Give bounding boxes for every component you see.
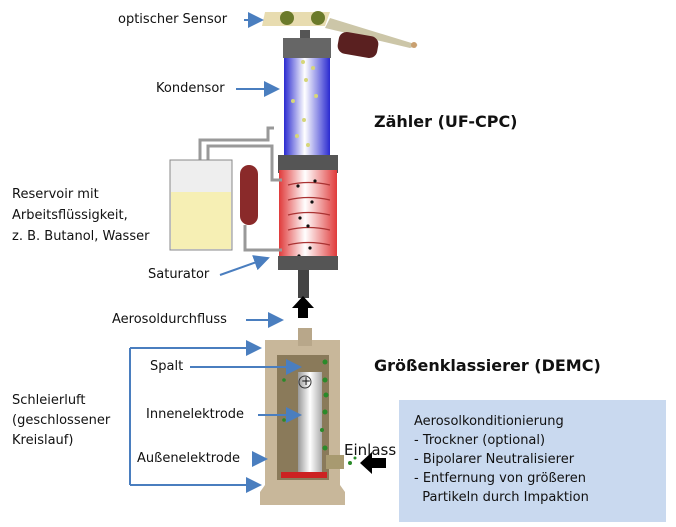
aerosol-conditioning-box: Aerosolkonditionierung - Trockner (optio… [399,400,666,522]
label-inlet: Einlass [344,441,397,459]
label-reservoir-2: Arbeitsflüssigkeit, [12,208,128,223]
saturator [278,155,338,298]
demc-classifier [260,328,357,505]
label-sheath-air-3: Kreislauf) [12,433,74,448]
plus-sign: + [301,374,312,388]
pointer-arrows [130,12,302,493]
box-item: - Trockner (optional) [414,433,546,448]
reservoir [169,126,282,252]
label-reservoir-3: z. B. Butanol, Wasser [12,229,150,244]
label-optical-sensor: optischer Sensor [118,12,228,27]
title-classifier: Größenklassierer (DEMC) [374,356,601,375]
label-sheath-air-2: (geschlossener [12,413,111,428]
label-inner-electrode: Innenelektrode [146,407,245,422]
label-outer-electrode: Außenelektrode [137,451,241,466]
box-item: - Bipolarer Neutralisierer [414,452,575,467]
title-counter: Zähler (UF-CPC) [374,112,518,131]
box-item: Partikeln durch Impaktion [414,490,589,505]
inlet-arrow [360,452,386,474]
condenser [283,30,331,158]
box-item: - Entfernung von größeren [414,471,586,486]
label-sheath-air-1: Schleierluft [12,393,86,408]
flow-arrow-up [292,296,314,318]
label-reservoir-1: Reservoir mit [12,187,99,202]
box-heading: Aerosolkonditionierung [414,414,564,429]
optical-sensor [262,11,418,59]
label-aerosol-flow: Aerosoldurchfluss [112,312,227,327]
label-condenser: Kondensor [156,81,225,96]
label-saturator: Saturator [148,267,210,282]
label-gap: Spalt [150,359,184,374]
